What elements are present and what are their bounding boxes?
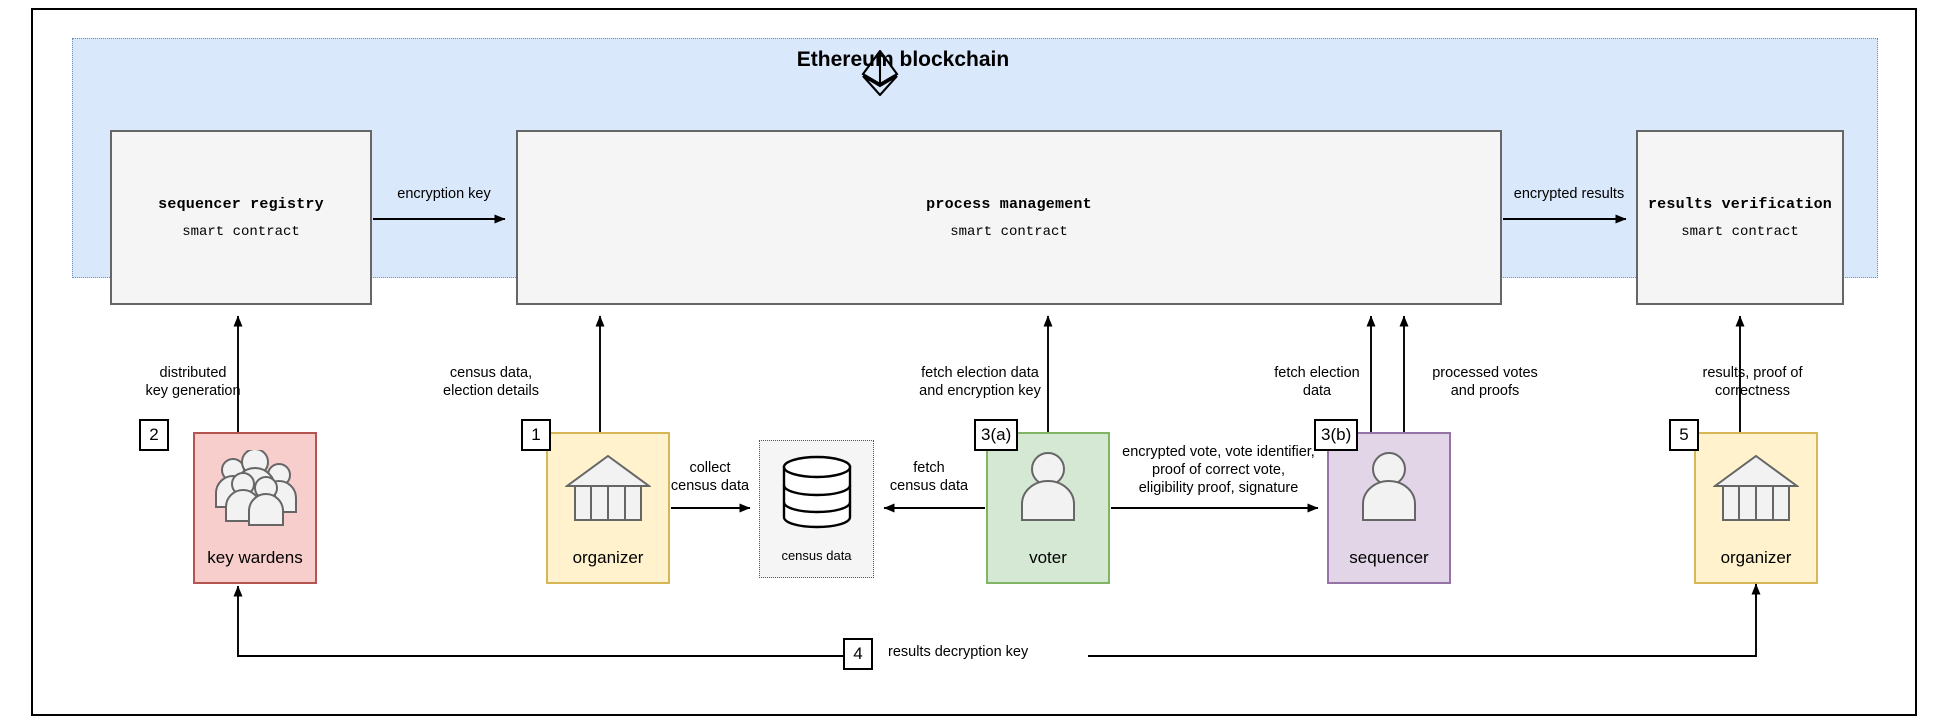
- edge-label-fetch-election-data: fetch election data: [1274, 365, 1360, 400]
- edge-label-processed-votes-and-proofs: processed votes and proofs: [1432, 365, 1538, 400]
- actor-organizer-5[interactable]: organizer: [1694, 432, 1818, 584]
- ethereum-logo: [861, 50, 899, 96]
- actor-label: voter: [1029, 548, 1067, 567]
- step-badge-3b: 3(b): [1314, 419, 1359, 451]
- datastore-census-data[interactable]: census data: [759, 440, 874, 578]
- edge-label-encryption-key: encryption key: [397, 186, 491, 202]
- actor-voter[interactable]: voter: [986, 432, 1110, 584]
- contract-sequencer-registry[interactable]: sequencer registry smart contract: [110, 130, 372, 305]
- edge-label-census-data-election-details: census data, election details: [443, 365, 539, 400]
- edge-label-results-decryption-key: results decryption key: [888, 644, 1029, 660]
- edge-label-vote-payload: encrypted vote, vote identifier, proof o…: [1122, 444, 1315, 497]
- actor-organizer-1[interactable]: organizer: [546, 432, 670, 584]
- step-badge-3a: 3(a): [974, 419, 1019, 451]
- person-icon: [1362, 452, 1416, 521]
- blockchain-region-title: Ethereum blockchain: [796, 48, 1010, 71]
- edge-label-fetch-election-data-and-encryption-key: fetch election data and encryption key: [919, 365, 1041, 400]
- institution-building-icon: [1713, 454, 1799, 521]
- actor-label: sequencer: [1349, 548, 1429, 567]
- actor-key-wardens[interactable]: key wardens: [193, 432, 317, 584]
- contract-subtitle: smart contract: [182, 223, 300, 240]
- contract-name: process management: [926, 195, 1092, 213]
- edge-label-encrypted-results: encrypted results: [1513, 186, 1625, 202]
- actor-label: key wardens: [207, 548, 303, 567]
- actor-sequencer[interactable]: sequencer: [1327, 432, 1451, 584]
- step-badge-4: 4: [843, 638, 873, 670]
- edge-label-fetch-census-data: fetch census data: [889, 460, 969, 495]
- step-badge-1: 1: [521, 419, 551, 451]
- edge-label-distributed-key-generation: distributed key generation: [145, 365, 241, 400]
- datastore-label: census data: [781, 548, 852, 563]
- contract-process-management[interactable]: process management smart contract: [516, 130, 1502, 305]
- contract-subtitle: smart contract: [950, 223, 1068, 240]
- contract-subtitle: smart contract: [1681, 223, 1799, 240]
- contract-results-verification[interactable]: results verification smart contract: [1636, 130, 1844, 305]
- person-icon: [1021, 452, 1075, 521]
- contract-name: sequencer registry: [158, 195, 324, 213]
- diagram-outer-frame: [31, 8, 1917, 716]
- actor-label: organizer: [572, 548, 644, 567]
- institution-building-icon: [565, 454, 651, 521]
- edge-label-collect-census-data: collect census data: [670, 460, 750, 495]
- edge-label-results-proof-of-correctness: results, proof of correctness: [1702, 365, 1803, 400]
- group-of-people-icon: [215, 450, 297, 526]
- step-badge-5: 5: [1669, 419, 1699, 451]
- step-badge-2: 2: [139, 419, 169, 451]
- contract-name: results verification: [1647, 195, 1833, 213]
- database-cylinder-icon: [782, 455, 851, 529]
- actor-label: organizer: [1720, 548, 1792, 567]
